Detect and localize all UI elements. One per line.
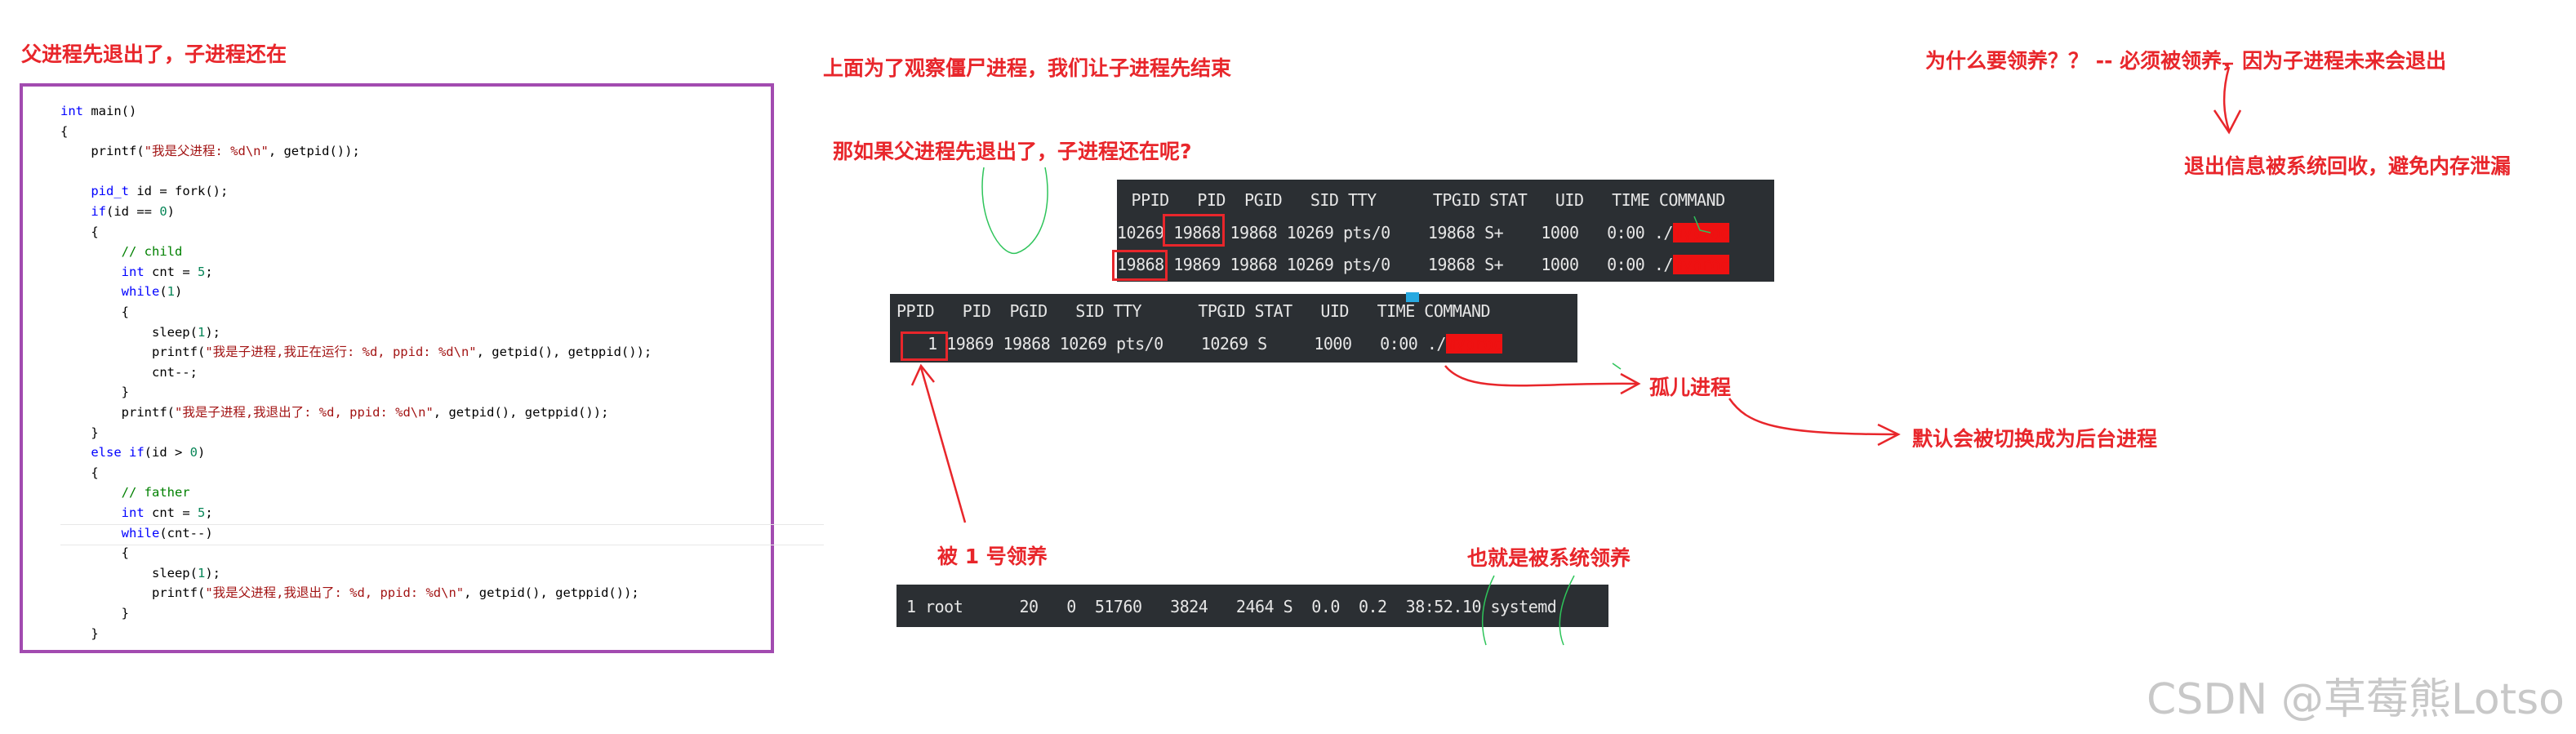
highlight-box-ppid [1112,250,1168,281]
terminal-after: PPID PID PGID SID TTY TPGID STAT UID TIM… [890,294,1577,363]
row-text: 10269 19868 19868 10269 pts/0 19868 S+ 1… [1117,223,1673,242]
code-line: pid_t id = fork(); [91,184,229,199]
sketch-curve [981,167,1048,254]
command-highlight: myproc [1445,334,1503,354]
code-line: { [60,305,129,319]
code-panel: int main() { printf("我是父进程: %d\n", getpid… [20,83,824,653]
current-line-highlight [60,524,824,545]
note-exit-info: 退出信息被系统回收，避免内存泄漏 [2184,154,2511,178]
terminal-after-row-1: 1 19869 19868 10269 pts/0 10269 S 1000 0… [890,331,1503,356]
systemd-row: 1 root 20 0 51760 3824 2464 S 0.0 0.2 38… [906,597,1557,616]
row-text: 1 19869 19868 10269 pts/0 10269 S 1000 0… [890,334,1446,354]
terminal-before-header: PPID PID PGID SID TTY TPGID STAT UID TIM… [1122,190,1726,210]
command-highlight: myproc [1672,255,1730,274]
code-line: { [60,545,129,561]
code-line: // father [121,485,190,500]
code-line: else if(id > 0) [91,445,206,460]
code-line: sleep(1); [60,324,220,340]
code-line: sleep(1); [60,565,220,581]
terminal-systemd: 1 root 20 0 51760 3824 2464 S 0.0 0.2 38… [896,585,1608,627]
code-line: printf("我是子进程,我正在运行: %d, ppid: %d\n", ge… [60,345,652,360]
note-adopted-by-1: 被 1 号领养 [937,545,1048,568]
code-line: int cnt = 5; [121,505,213,520]
code-line: } [60,425,99,440]
watermark: CSDN @草莓熊Lotso [2147,675,2565,724]
code-line: while(1) [121,284,183,300]
code-line: while(cnt--) [121,525,213,540]
arrow-orphan [1444,365,1638,387]
note-adopted-by-system: 也就是被系统领养 [1467,546,1631,570]
note-why-adopt: 为什么要领养？？ -- 必须被领养，因为子进程未来会退出 [1925,49,2447,73]
code-line: if(id == 0) [91,204,176,219]
terminal-before: PPID PID PGID SID TTY TPGID STAT UID TIM… [1117,180,1774,282]
code-line: printf("我是父进程,我退出了: %d, ppid: %d\n", get… [60,585,639,601]
code-line: cnt--; [60,364,198,380]
highlight-box-ppid-one [901,331,948,361]
arrow-why-adopt [2222,66,2231,131]
code-line: { [60,224,99,239]
row-text: 19868 19869 19868 10269 pts/0 19868 S+ 1… [1117,255,1673,274]
code-line: int main() [60,104,137,118]
highlight-box-pid [1163,214,1225,247]
code-line: } [60,385,129,400]
terminal-before-row-1: 10269 19868 19868 10269 pts/0 19868 S+ 1… [1117,220,1730,245]
arrow-adopted-by-1 [919,367,967,523]
arrow-background [1728,398,1899,436]
code-line: } [60,606,129,621]
terminal-after-header: PPID PID PGID SID TTY TPGID STAT UID TIM… [896,301,1491,321]
note-what-if-parent: 那如果父进程先退出了，子进程还在呢? [833,140,1192,163]
code-line: { [60,123,69,139]
code-line: } [60,625,99,641]
code-line: printf("我是子进程,我退出了: %d, ppid: %d\n", get… [60,405,609,420]
cursor-marker [1406,292,1419,302]
note-observe-zombie: 上面为了观察僵尸进程，我们让子进程先结束 [823,56,1232,80]
note-background: 默认会被切换成为后台进程 [1912,427,2158,451]
code-line: // child [121,244,183,260]
code-line: { [60,465,99,480]
terminal-before-row-2: 19868 19869 19868 10269 pts/0 19868 S+ 1… [1117,252,1730,277]
command-highlight: myproc [1672,223,1730,242]
code-line: int cnt = 5; [121,264,213,279]
code-line: printf("我是父进程: %d\n", getpid()); [60,144,360,159]
note-orphan: 孤儿进程 [1649,376,1732,399]
note-parent-exit-first: 父进程先退出了，子进程还在 [21,42,287,66]
